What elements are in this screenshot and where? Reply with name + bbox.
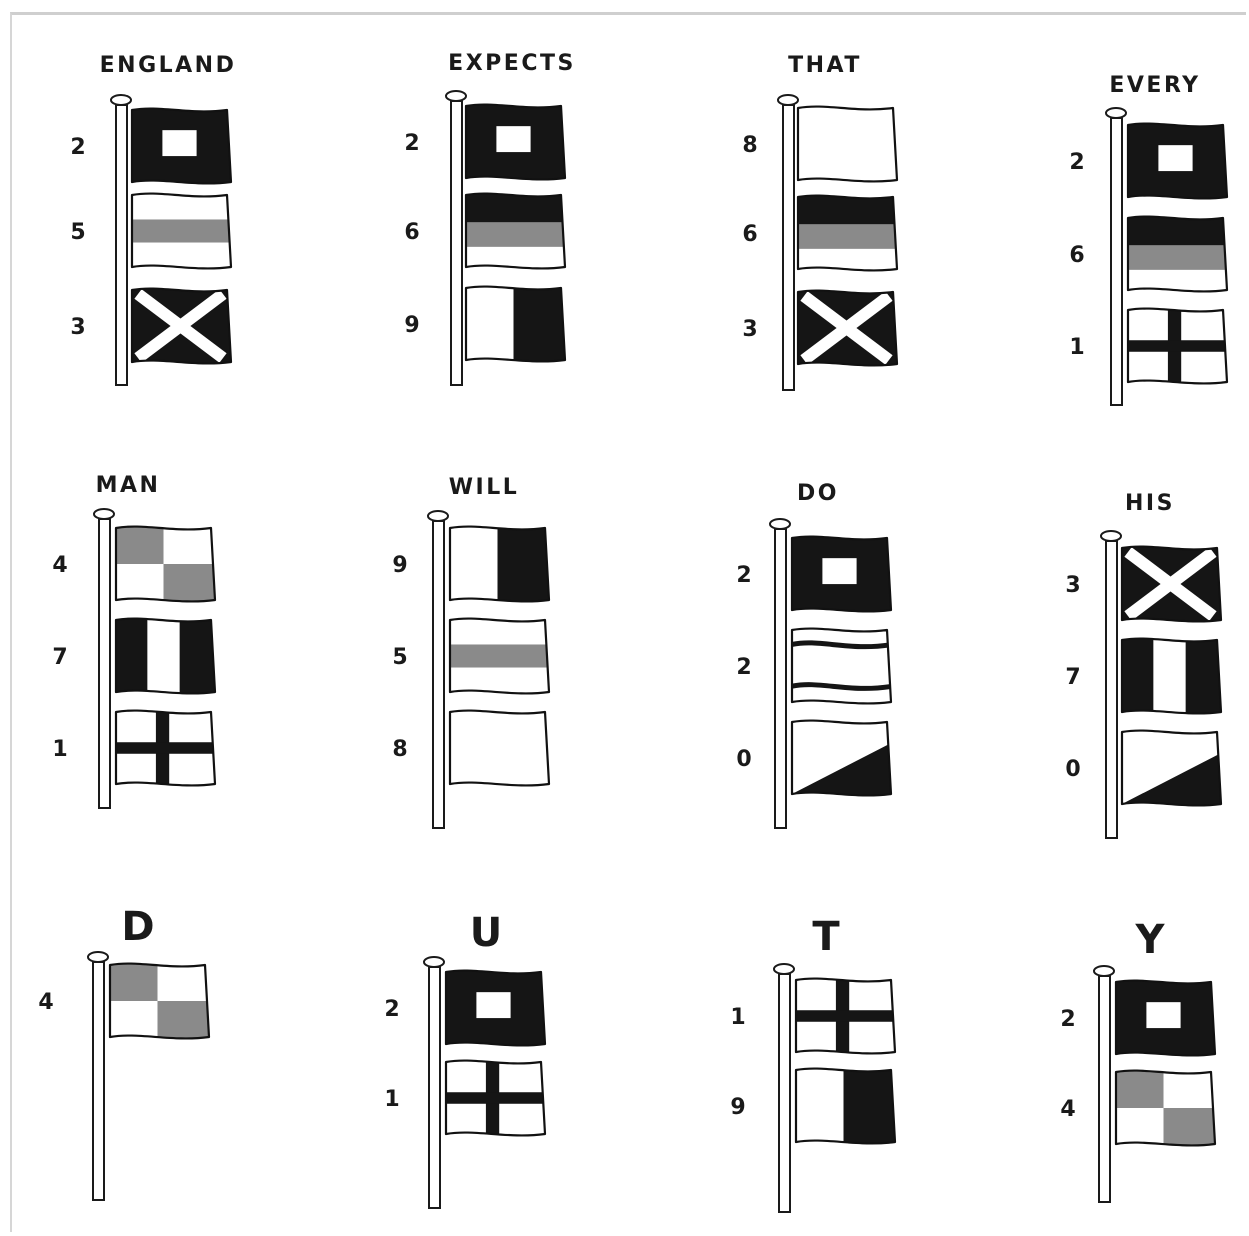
- flag-digit: 6: [404, 220, 419, 245]
- signal-word: U: [470, 910, 502, 956]
- flag-digit: 1: [52, 737, 67, 762]
- flag-digit: 0: [1065, 757, 1080, 782]
- flag-digit: 9: [404, 313, 419, 338]
- signal-word: DO: [797, 481, 839, 506]
- signal-flag-checker: [110, 957, 215, 1045]
- signal-panel-4: EVERY 2 6 1: [1069, 73, 1233, 405]
- signal-word: D: [121, 904, 154, 950]
- signal-flag-white-dark-split: [466, 280, 571, 368]
- signal-flag-square: [1116, 974, 1221, 1062]
- signal-panel-12: Y 2 4: [1060, 917, 1221, 1202]
- signal-flag-white-dark-split: [450, 520, 555, 608]
- signal-word: ENGLAND: [100, 53, 237, 78]
- signal-flag-diagonal: [792, 714, 897, 804]
- signal-flag-checker: [116, 520, 221, 608]
- signal-panel-8: HIS 3 7 0: [1065, 491, 1227, 838]
- flag-digit: 1: [1069, 335, 1084, 360]
- signal-flag-square: [792, 530, 897, 618]
- signal-panel-11: T 1 9: [730, 914, 901, 1212]
- signal-flag-plain: [450, 704, 555, 792]
- signal-flag-saltire: [1122, 540, 1227, 628]
- signal-flag-stripe: [132, 187, 237, 275]
- signal-flag-dark-grey-band: [798, 189, 903, 277]
- signal-word: T: [812, 914, 840, 960]
- flag-digit: 7: [1065, 665, 1080, 690]
- signal-panel-2: EXPECTS 2 6 9: [404, 51, 575, 385]
- signal-word: WILL: [449, 475, 520, 500]
- flag-digit: 7: [52, 645, 67, 670]
- signal-word: MAN: [96, 473, 161, 498]
- flagpole: [88, 952, 108, 1200]
- flag-digit: 6: [742, 222, 757, 247]
- signal-flag-cross: [796, 972, 901, 1060]
- signal-flag-saltire: [132, 282, 237, 370]
- signal-flag-outline-band: [792, 622, 897, 710]
- flag-digit: 5: [392, 645, 407, 670]
- flagpole: [774, 964, 794, 1212]
- flag-digit: 2: [384, 997, 399, 1022]
- signal-word: Y: [1135, 917, 1166, 963]
- signal-flag-tricolour: [1122, 632, 1227, 720]
- flag-digit: 4: [38, 990, 53, 1015]
- flagpole: [1106, 108, 1126, 405]
- signal-flag-cross: [446, 1054, 551, 1142]
- signal-flag-stripe: [450, 612, 555, 700]
- flag-digit: 4: [52, 553, 67, 578]
- signal-panel-5: MAN 4 7 1: [52, 473, 221, 808]
- flagpole: [1094, 966, 1114, 1202]
- flag-digit: 5: [70, 220, 85, 245]
- signal-flag-saltire: [798, 284, 903, 372]
- signal-flag-plain: [798, 100, 903, 188]
- signal-flag-dark-grey-band: [1128, 210, 1233, 298]
- signal-panel-3: THAT 8 6 3: [742, 53, 903, 390]
- flagpole: [94, 509, 114, 808]
- signal-flag-checker: [1116, 1064, 1221, 1152]
- flag-digit: 2: [736, 563, 751, 588]
- signal-panel-7: DO 2 2 0: [736, 481, 897, 828]
- flagpole: [111, 95, 131, 385]
- signal-word: THAT: [788, 53, 862, 78]
- signal-flag-tricolour: [116, 612, 221, 700]
- signal-panel-1: ENGLAND 2 5 3: [70, 53, 237, 385]
- signal-panel-9: D4: [38, 904, 215, 1200]
- flag-digit: 2: [736, 655, 751, 680]
- flag-digit: 2: [404, 131, 419, 156]
- flag-digit: 9: [730, 1095, 745, 1120]
- flag-digit: 2: [1060, 1007, 1075, 1032]
- signal-panel-10: U 2 1: [384, 910, 551, 1208]
- flag-digit: 3: [742, 317, 757, 342]
- signal-panel-6: WILL 9 5 8: [392, 475, 555, 828]
- flag-digit: 8: [392, 737, 407, 762]
- flagpole: [770, 519, 790, 828]
- signal-flag-square: [1128, 117, 1233, 205]
- flag-digit: 8: [742, 133, 757, 158]
- signal-word: HIS: [1125, 491, 1175, 516]
- signal-flag-square: [466, 98, 571, 186]
- flagpole: [428, 511, 448, 828]
- signal-flag-white-dark-split: [796, 1062, 901, 1150]
- signal-flag-cross: [116, 704, 221, 792]
- signal-word: EVERY: [1109, 73, 1200, 98]
- signal-flag-diagonal: [1122, 724, 1227, 814]
- flag-digit: 6: [1069, 243, 1084, 268]
- flag-digit: 4: [1060, 1097, 1075, 1122]
- flagpole: [446, 91, 466, 385]
- flag-digit: 3: [70, 315, 85, 340]
- flag-digit: 3: [1065, 573, 1080, 598]
- flag-digit: 2: [1069, 150, 1084, 175]
- flagpole: [778, 95, 798, 390]
- signal-word: EXPECTS: [448, 51, 576, 76]
- flag-digit: 1: [384, 1087, 399, 1112]
- flag-digit: 2: [70, 135, 85, 160]
- signal-flag-square: [446, 964, 551, 1052]
- signal-flag-square: [132, 102, 237, 190]
- flag-digit: 1: [730, 1005, 745, 1030]
- flag-digit: 0: [736, 747, 751, 772]
- flagpole: [1101, 531, 1121, 838]
- signal-flag-cross: [1128, 302, 1233, 390]
- flag-digit: 9: [392, 553, 407, 578]
- flagpole: [424, 957, 444, 1208]
- signal-flag-dark-grey-band: [466, 187, 571, 275]
